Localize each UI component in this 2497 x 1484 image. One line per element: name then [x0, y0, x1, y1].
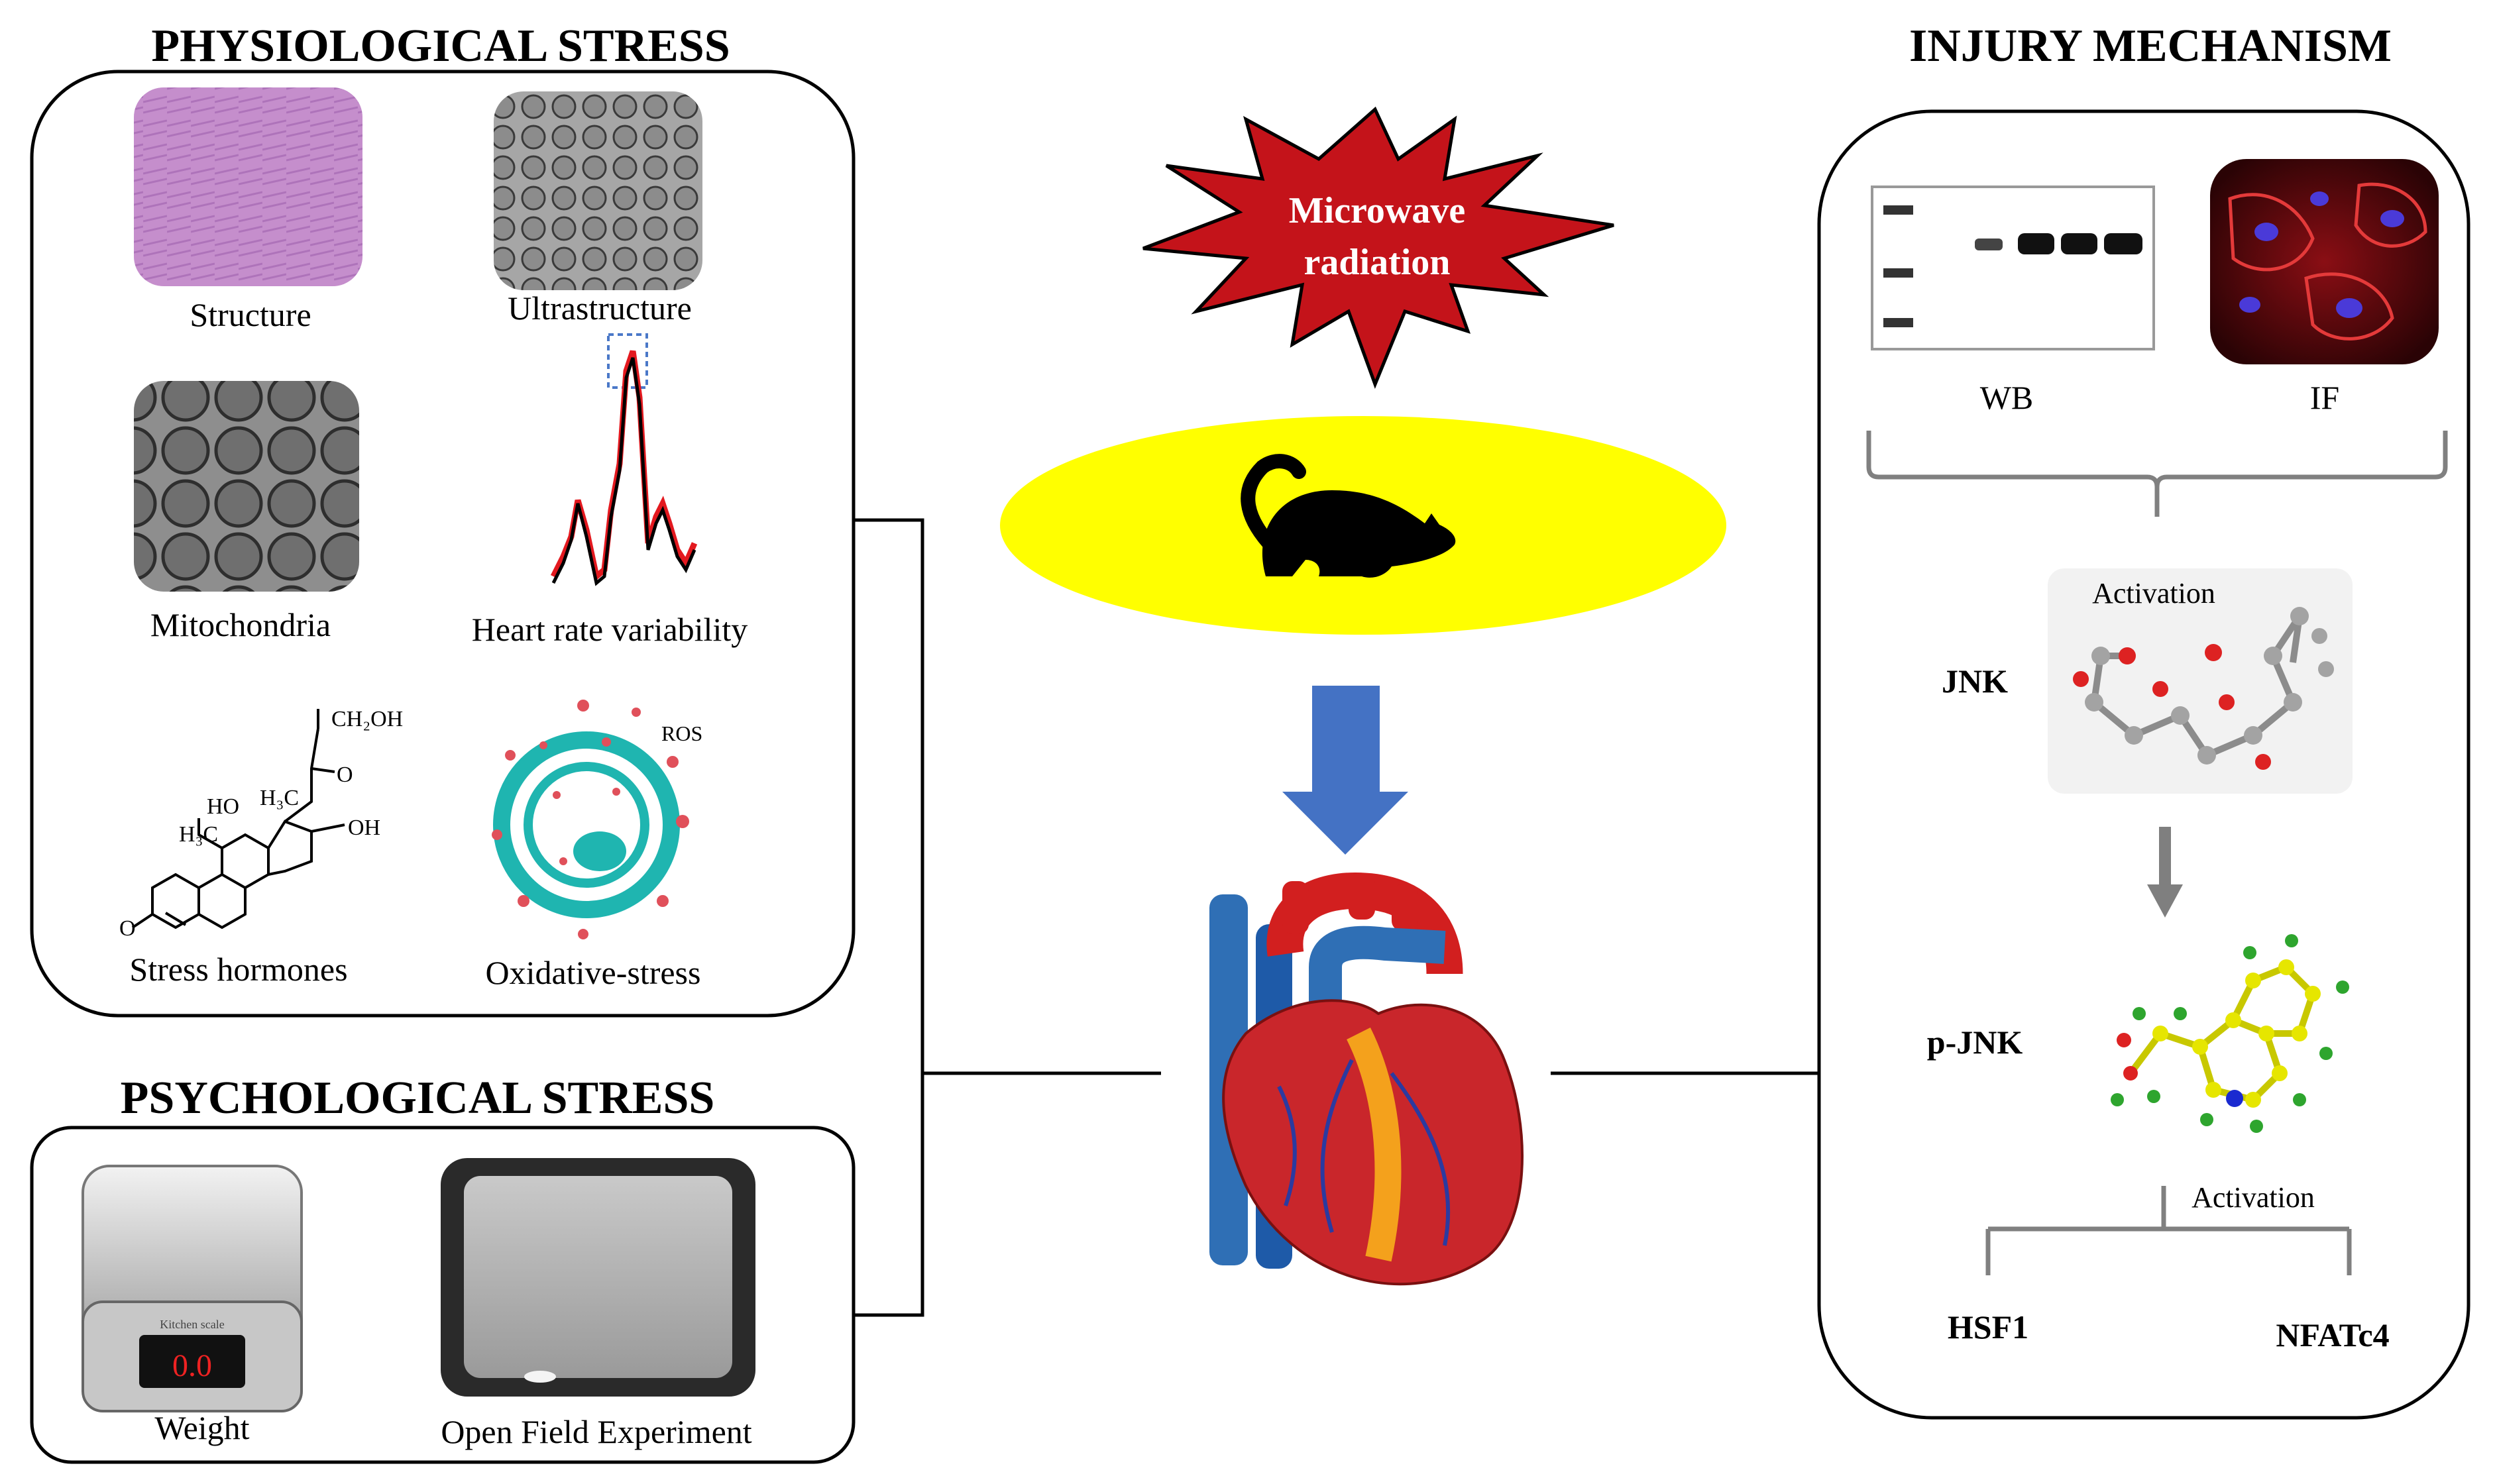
physiological-stress-heading: PHYSIOLOGICAL STRESS — [151, 21, 730, 72]
psychological-stress-heading: PSYCHOLOGICAL STRESS — [121, 1073, 715, 1124]
western-blot-image — [1871, 186, 2155, 350]
pjnk-label: p-JNK — [1927, 1024, 2023, 1061]
left-connector-lines — [854, 518, 1161, 1317]
stress-hormone-structure — [131, 709, 345, 929]
physiological-stress-panel: PHYSIOLOGICAL STRESS Structure Ultrastru… — [30, 21, 856, 1018]
heart-rate-variability-trace — [550, 333, 698, 586]
injury-mechanism-panel: INJURY MECHANISM WB — [1817, 21, 2470, 1420]
immunofluorescence-image — [2210, 159, 2439, 364]
kitchen-scale-image: 0.0 Kitchen scale — [82, 1165, 303, 1412]
pjnk-molecule — [2111, 934, 2349, 1133]
activation-fork — [1985, 1186, 2352, 1275]
jnk-label: JNK — [1942, 662, 2008, 700]
psychological-stress-panel: PSYCHOLOGICAL STRESS 0.0 Kitchen scale W… — [30, 1073, 856, 1464]
down-arrow — [1282, 686, 1408, 855]
ketone-o-text: O — [337, 763, 353, 787]
mitochondria-image — [134, 381, 359, 592]
ultrastructure-label: Ultrastructure — [508, 290, 692, 327]
nfatc4-label: NFATc4 — [2276, 1316, 2389, 1353]
hsf1-label: HSF1 — [1948, 1308, 2028, 1346]
gray-down-arrow — [2147, 827, 2183, 918]
injury-mechanism-heading: INJURY MECHANISM — [1909, 21, 2392, 72]
scale-display-text: 0.0 — [172, 1348, 212, 1383]
stress-hormones-label: Stress hormones — [129, 951, 347, 988]
oh-text: OH — [348, 816, 380, 840]
activation-text-1: Activation — [2092, 577, 2215, 610]
ultrastructure-image — [494, 91, 702, 290]
burst-text-line-2: radiation — [1304, 242, 1451, 283]
mouse-icon — [1241, 454, 1456, 578]
ho-text: HO — [207, 794, 239, 819]
open-field-label: Open Field Experiment — [441, 1413, 751, 1450]
oxidative-stress-cell: ROS — [492, 700, 702, 939]
jnk-molecule-background — [2048, 568, 2353, 794]
open-field-image — [441, 1158, 755, 1397]
activation-text-2: Activation — [2192, 1181, 2315, 1214]
if-label: IF — [2310, 379, 2339, 416]
microwave-burst: Microwave radiation — [1142, 106, 1614, 389]
ros-text: ROS — [661, 721, 702, 745]
ch2oh-text: CH₂OH — [331, 707, 403, 731]
heart-icon — [1209, 872, 1524, 1286]
burst-text-line-1: Microwave — [1289, 190, 1465, 231]
heart-rate-variability-label: Heart rate variability — [472, 611, 748, 648]
o-bottom-text: O — [119, 916, 136, 941]
h3c-left-text: H₃C — [179, 822, 218, 847]
structure-label: Structure — [190, 296, 311, 333]
wb-label: WB — [1980, 379, 2034, 416]
bracket — [1866, 431, 2448, 517]
scale-brand-text: Kitchen scale — [160, 1318, 224, 1331]
weight-label: Weight — [154, 1409, 249, 1446]
structure-image — [134, 87, 362, 286]
jnk-molecule — [2073, 607, 2334, 770]
oxidative-stress-label: Oxidative-stress — [486, 954, 701, 991]
mouse-ellipse — [1000, 416, 1726, 635]
mitochondria-label: Mitochondria — [150, 606, 331, 643]
h3c-top-text: H₃C — [260, 786, 299, 810]
